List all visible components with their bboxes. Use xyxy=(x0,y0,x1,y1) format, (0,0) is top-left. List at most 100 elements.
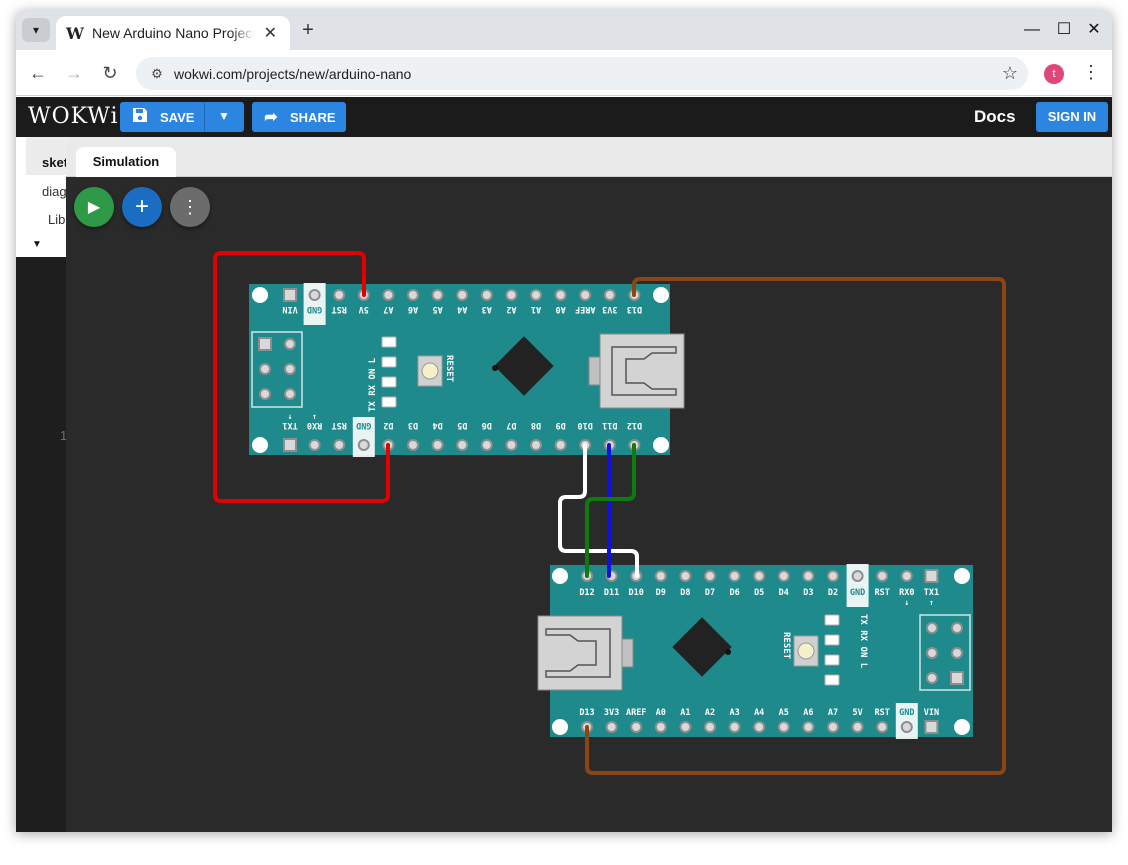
board2-pin-label: D10 xyxy=(629,588,644,598)
board1-pin-label: A1 xyxy=(531,304,541,314)
board1-pin-label: AREF xyxy=(575,304,595,314)
board2-pin[interactable] xyxy=(925,570,937,582)
board1-pin[interactable] xyxy=(531,290,541,300)
board2-pin[interactable] xyxy=(925,721,937,733)
board2-pin[interactable] xyxy=(631,722,641,732)
board2-pin[interactable] xyxy=(803,571,813,581)
board2-pin[interactable] xyxy=(607,722,617,732)
window-close-icon[interactable]: ✕ xyxy=(1084,20,1104,40)
board1-pin[interactable] xyxy=(433,290,443,300)
profile-avatar[interactable]: t xyxy=(1044,64,1064,84)
board1-pin[interactable] xyxy=(556,290,566,300)
more-options-button[interactable]: ⋮ xyxy=(170,187,210,227)
board2-pin-label: RST xyxy=(875,588,890,598)
board2-icsp-pin xyxy=(952,623,962,633)
browser-menu-icon[interactable]: ⋮ xyxy=(1082,62,1098,83)
board2-pin[interactable] xyxy=(730,722,740,732)
address-bar[interactable]: ⚙ wokwi.com/projects/new/arduino-nano ☆ xyxy=(136,57,1028,90)
docs-link[interactable]: Docs xyxy=(974,107,1016,127)
dropdown-arrow-icon[interactable]: ▼ xyxy=(32,239,42,250)
board1-pin[interactable] xyxy=(482,290,492,300)
board2-pin-label: D4 xyxy=(779,588,789,598)
arduino-nano-board-1[interactable]: VINGNDRST5VA7A6A5A4A3A2A1A0AREF3V3D13 TX… xyxy=(249,283,684,457)
board2-pin[interactable] xyxy=(828,571,838,581)
new-tab-button[interactable]: + xyxy=(298,20,318,40)
board2-pin[interactable] xyxy=(705,722,715,732)
browser-tab[interactable]: W New Arduino Nano Project ✕ xyxy=(56,16,290,50)
close-icon[interactable]: ✕ xyxy=(261,23,280,43)
wokwi-logo[interactable]: WOKWi xyxy=(28,104,119,129)
board2-pin[interactable] xyxy=(828,722,838,732)
board2-pin[interactable] xyxy=(656,571,666,581)
save-dropdown-icon[interactable]: ▼ xyxy=(212,109,236,123)
board2-pin[interactable] xyxy=(803,722,813,732)
board1-pin-label: A3 xyxy=(482,304,492,314)
board2-pin[interactable] xyxy=(853,571,863,581)
reload-icon[interactable]: ↻ xyxy=(99,62,121,84)
board1-pin[interactable] xyxy=(383,290,393,300)
board1-pin[interactable] xyxy=(482,440,492,450)
board1-pin[interactable] xyxy=(408,290,418,300)
board1-pin[interactable] xyxy=(580,290,590,300)
board2-reset-knob xyxy=(798,643,814,659)
board2-pin[interactable] xyxy=(730,571,740,581)
board2-icsp-pin xyxy=(927,648,937,658)
board2-pin-label: TX1 xyxy=(924,588,939,598)
board1-pin[interactable] xyxy=(605,290,615,300)
save-button[interactable]: SAVE ▼ xyxy=(120,102,244,132)
board2-mount-hole xyxy=(954,568,970,584)
board2-pin[interactable] xyxy=(877,571,887,581)
board2-pin[interactable] xyxy=(656,722,666,732)
arduino-nano-board-2[interactable]: D12D11D10D9D8D7D6D5D4D3D2GNDRSTRX0TX1↓↑ … xyxy=(538,564,973,739)
board1-pin[interactable] xyxy=(359,440,369,450)
board1-pin[interactable] xyxy=(284,289,296,301)
tab-library-manager[interactable]: Library Manager xyxy=(48,213,66,227)
board1-pin[interactable] xyxy=(310,440,320,450)
minimize-icon[interactable]: — xyxy=(1022,20,1042,40)
board1-pin-label: D9 xyxy=(555,420,565,430)
board2-pin-label: A4 xyxy=(754,708,764,718)
forward-arrow-icon[interactable]: → xyxy=(63,62,85,84)
play-icon: ▶ xyxy=(88,197,100,217)
board1-pin[interactable] xyxy=(457,440,467,450)
simulation-canvas[interactable]: VINGNDRST5VA7A6A5A4A3A2A1A0AREF3V3D13 TX… xyxy=(66,177,1112,832)
tab-search-button[interactable]: ▾ xyxy=(22,18,50,42)
board1-pin[interactable] xyxy=(433,440,443,450)
board1-pin[interactable] xyxy=(334,290,344,300)
board2-pin[interactable] xyxy=(779,722,789,732)
tab-simulation[interactable]: Simulation xyxy=(76,147,176,177)
board1-pin[interactable] xyxy=(408,440,418,450)
board2-pin[interactable] xyxy=(902,722,912,732)
board1-pin[interactable] xyxy=(556,440,566,450)
board1-pin[interactable] xyxy=(310,290,320,300)
add-part-button[interactable]: + xyxy=(122,187,162,227)
share-button[interactable]: ➦ SHARE xyxy=(252,102,346,132)
bookmark-star-icon[interactable]: ☆ xyxy=(1002,63,1018,84)
board1-pin[interactable] xyxy=(506,440,516,450)
board1-pin[interactable] xyxy=(506,290,516,300)
tab-diagram[interactable]: diagram.json xyxy=(42,184,66,199)
board2-pin[interactable] xyxy=(680,571,690,581)
board1-pin[interactable] xyxy=(334,440,344,450)
board1-pin-label: A4 xyxy=(457,304,467,314)
board2-pin[interactable] xyxy=(680,722,690,732)
board1-pin[interactable] xyxy=(284,439,296,451)
board1-pin[interactable] xyxy=(531,440,541,450)
board2-pin[interactable] xyxy=(902,571,912,581)
board1-serial-arrow: ↓ xyxy=(288,412,293,421)
sign-in-button[interactable]: SIGN IN xyxy=(1036,102,1108,132)
maximize-icon[interactable]: ☐ xyxy=(1054,20,1074,40)
board2-pin[interactable] xyxy=(877,722,887,732)
site-settings-icon[interactable]: ⚙ xyxy=(146,63,168,85)
board2-pin[interactable] xyxy=(754,722,764,732)
tab-sketch[interactable]: sketch.ino xyxy=(42,155,66,170)
board2-pin[interactable] xyxy=(779,571,789,581)
board2-pin[interactable] xyxy=(705,571,715,581)
board1-pin[interactable] xyxy=(457,290,467,300)
board2-pin[interactable] xyxy=(754,571,764,581)
start-simulation-button[interactable]: ▶ xyxy=(74,187,114,227)
board2-pin[interactable] xyxy=(853,722,863,732)
save-label: SAVE xyxy=(160,110,204,125)
browser-toolbar: ← → ↻ ⚙ wokwi.com/projects/new/arduino-n… xyxy=(16,50,1112,96)
back-arrow-icon[interactable]: ← xyxy=(27,62,49,84)
